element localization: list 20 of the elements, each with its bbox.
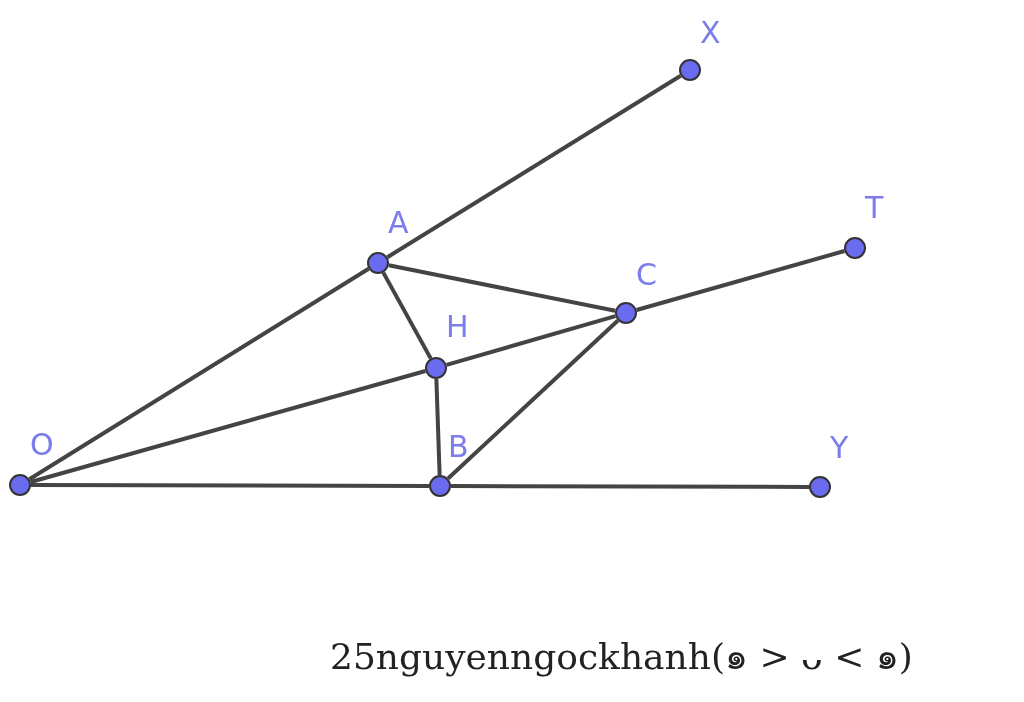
line-segment [381, 271, 433, 360]
line-segment [28, 267, 370, 481]
point-label: H [446, 312, 469, 342]
line-segment [446, 319, 620, 480]
point-label: X [700, 18, 721, 48]
line-segment [386, 74, 682, 259]
line-segment [434, 378, 442, 476]
line-segment [31, 483, 429, 488]
point-label: A [388, 208, 409, 238]
point-label: T [865, 193, 884, 223]
point-label: B [448, 432, 469, 462]
line-segment [446, 314, 616, 367]
point-label: C [636, 260, 657, 290]
line-segment [636, 249, 845, 312]
point-label: O [30, 430, 54, 460]
line-segment [388, 263, 616, 313]
point-label: Y [830, 433, 849, 463]
line-segment [30, 369, 426, 484]
line-segment [451, 484, 809, 489]
signature-text: 25nguyenngockhanh(๑ > ᴗ < ๑) [330, 635, 913, 679]
